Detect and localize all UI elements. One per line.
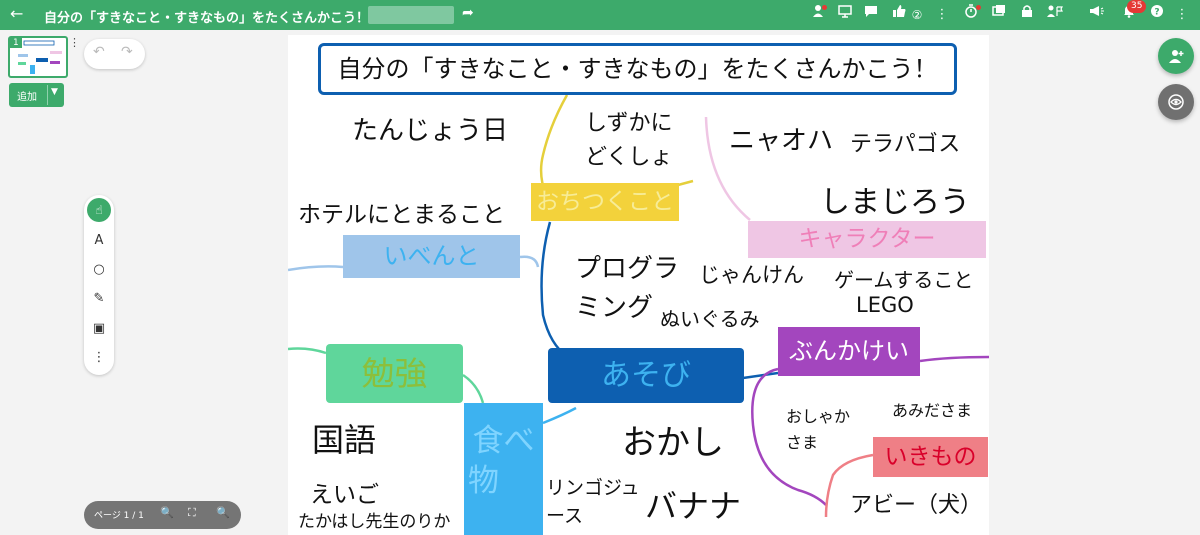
board-title: 自分の「すきなこと・すきなもの」をたくさんかこう！： bbox=[44, 11, 383, 26]
zoom-out-icon[interactable]: 🔍 bbox=[160, 506, 174, 519]
word-nyaoha[interactable]: ニャオハ bbox=[729, 126, 834, 156]
branch-ikimono[interactable]: いきもの bbox=[873, 437, 988, 477]
timer-icon[interactable] bbox=[962, 4, 980, 26]
word-abi[interactable]: アビー（犬） bbox=[850, 493, 983, 518]
page-number: 1 bbox=[10, 38, 22, 48]
fit-screen-icon[interactable]: ⛶ bbox=[188, 506, 196, 519]
redo-icon[interactable]: ↷ bbox=[121, 44, 133, 60]
undo-icon[interactable]: ↶ bbox=[93, 44, 105, 60]
branch-bunkakei[interactable]: ぶんかけい bbox=[778, 327, 920, 376]
megaphone-icon[interactable] bbox=[1088, 4, 1106, 26]
word-lego[interactable]: LEGO bbox=[856, 293, 914, 317]
chevron-down-icon[interactable]: ▼ bbox=[51, 87, 58, 97]
hand-pointer-icon[interactable]: ☝ bbox=[87, 198, 111, 222]
alert-dot bbox=[822, 5, 827, 10]
branch-event-label: いべんと bbox=[383, 242, 480, 270]
notification-badge: 35 bbox=[1127, 0, 1147, 13]
word-terapagos[interactable]: テラパゴス bbox=[850, 132, 961, 157]
word-ringo-1[interactable]: リンゴジュ bbox=[546, 477, 640, 499]
center-node-label: あそび bbox=[601, 358, 691, 393]
user-permission-icon[interactable] bbox=[810, 4, 828, 26]
word-ringo-2[interactable]: ース bbox=[546, 505, 584, 527]
back-arrow-icon[interactable]: ← bbox=[10, 4, 24, 23]
page-sidebar bbox=[0, 30, 74, 535]
add-button-divider bbox=[47, 85, 48, 105]
undo-redo-group: ↶ ↷ bbox=[84, 39, 145, 69]
word-shimajirou[interactable]: しまじろう bbox=[820, 185, 970, 220]
zoom-in-icon[interactable]: 🔍 bbox=[216, 506, 230, 519]
like-count: ② bbox=[911, 8, 923, 22]
branch-study-label: 勉強 bbox=[361, 354, 428, 393]
lock-icon[interactable] bbox=[1018, 4, 1036, 26]
help-icon[interactable]: ? bbox=[1148, 4, 1166, 26]
word-progra-1[interactable]: プログラ bbox=[575, 254, 680, 284]
add-page-label: 追加 bbox=[17, 92, 37, 103]
tools-more-icon[interactable]: ⋮ bbox=[92, 350, 106, 365]
page-more-icon[interactable]: ⋮ bbox=[69, 36, 80, 49]
branch-ochitsuku[interactable]: おちつくこと bbox=[531, 183, 679, 221]
person-add-icon bbox=[1169, 50, 1184, 63]
mindmap-connectors bbox=[288, 94, 989, 518]
mindmap-title[interactable]: 自分の「すきなこと・すきなもの」をたくさんかこう！ bbox=[318, 43, 957, 95]
word-eigo[interactable]: えいご bbox=[310, 482, 379, 508]
word-okashi[interactable]: おかし bbox=[622, 423, 724, 463]
alert-dot bbox=[976, 5, 981, 10]
view-mode-button[interactable] bbox=[1158, 84, 1194, 120]
branch-character[interactable]: キャラクター bbox=[748, 221, 986, 258]
comment-icon[interactable] bbox=[862, 4, 880, 26]
account-menu-icon[interactable]: ⋮ bbox=[1175, 7, 1189, 22]
redacted-owner-name bbox=[368, 6, 454, 24]
word-nuigurumi[interactable]: ぬいぐるみ bbox=[660, 307, 760, 331]
word-shizukani[interactable]: しずかに bbox=[585, 111, 673, 136]
branch-study[interactable]: 勉強 bbox=[326, 344, 463, 403]
center-node-asobi[interactable]: あそび bbox=[548, 348, 744, 403]
word-oshaka-1[interactable]: おしゃか bbox=[786, 407, 851, 426]
word-oshaka-2[interactable]: さま bbox=[786, 433, 819, 452]
top-bar: ← 自分の「すきなこと・すきなもの」をたくさんかこう！： ➦ ② ⋮ 35 ? … bbox=[0, 0, 1200, 30]
word-banana[interactable]: バナナ bbox=[645, 487, 742, 525]
more-vertical-icon[interactable]: ⋮ bbox=[935, 7, 949, 22]
pager-bar: ページ 1 / 1 🔍 ⛶ 🔍 bbox=[84, 501, 241, 529]
add-participant-button[interactable] bbox=[1158, 38, 1194, 74]
word-progra-2[interactable]: ミング bbox=[575, 293, 654, 323]
branch-food[interactable]: 食べ 物 bbox=[464, 403, 543, 535]
word-tanjoubi[interactable]: たんじょう日 bbox=[352, 116, 509, 146]
svg-text:?: ? bbox=[1154, 8, 1159, 18]
page-indicator: ページ 1 / 1 bbox=[94, 511, 144, 521]
user-flag-icon[interactable] bbox=[1046, 4, 1064, 26]
word-janken[interactable]: じゃんけん bbox=[699, 263, 804, 287]
branch-food-line2: 物 bbox=[468, 463, 499, 499]
branch-food-line1: 食べ bbox=[472, 423, 535, 459]
word-hotel[interactable]: ホテルにとまること bbox=[298, 202, 505, 228]
word-game[interactable]: ゲームすること bbox=[834, 268, 974, 292]
word-takahashi[interactable]: たかはし先生のりか bbox=[298, 512, 451, 532]
thumbnail-preview bbox=[18, 40, 62, 74]
eye-icon bbox=[1168, 94, 1184, 110]
tool-palette: ☝ A ○ ✎ ▣ ⋮ bbox=[84, 195, 114, 375]
branch-ikimono-label: いきもの bbox=[884, 444, 977, 470]
branch-character-label: キャラクター bbox=[798, 226, 936, 252]
branch-event[interactable]: いべんと bbox=[343, 235, 520, 278]
word-kokugo[interactable]: 国語 bbox=[312, 421, 377, 459]
text-tool-icon[interactable]: A bbox=[94, 233, 104, 248]
like-icon[interactable] bbox=[890, 4, 908, 26]
share-icon[interactable]: ➦ bbox=[462, 5, 474, 21]
page-thumbnail[interactable]: 1 ⋮ bbox=[8, 36, 80, 78]
branch-bunkakei-label: ぶんかけい bbox=[789, 337, 909, 365]
add-page-button[interactable]: 追加 ▼ bbox=[9, 83, 64, 107]
shape-tool-icon[interactable]: ○ bbox=[93, 262, 105, 277]
word-dokusho[interactable]: どくしょ bbox=[585, 145, 673, 170]
image-tool-icon[interactable]: ▣ bbox=[92, 321, 106, 336]
word-amidasama[interactable]: あみださま bbox=[892, 401, 973, 420]
presentation-icon[interactable] bbox=[836, 4, 854, 26]
branch-ochitsuku-label: おちつくこと bbox=[536, 189, 674, 215]
gallery-icon[interactable] bbox=[990, 4, 1008, 26]
whiteboard-canvas[interactable]: 自分の「すきなこと・すきなもの」をたくさんかこう！ あそび おちつくこと キャラ… bbox=[288, 35, 989, 535]
pen-tool-icon[interactable]: ✎ bbox=[93, 291, 105, 306]
mindmap-title-text: 自分の「すきなこと・すきなもの」をたくさんかこう！ bbox=[337, 55, 938, 83]
